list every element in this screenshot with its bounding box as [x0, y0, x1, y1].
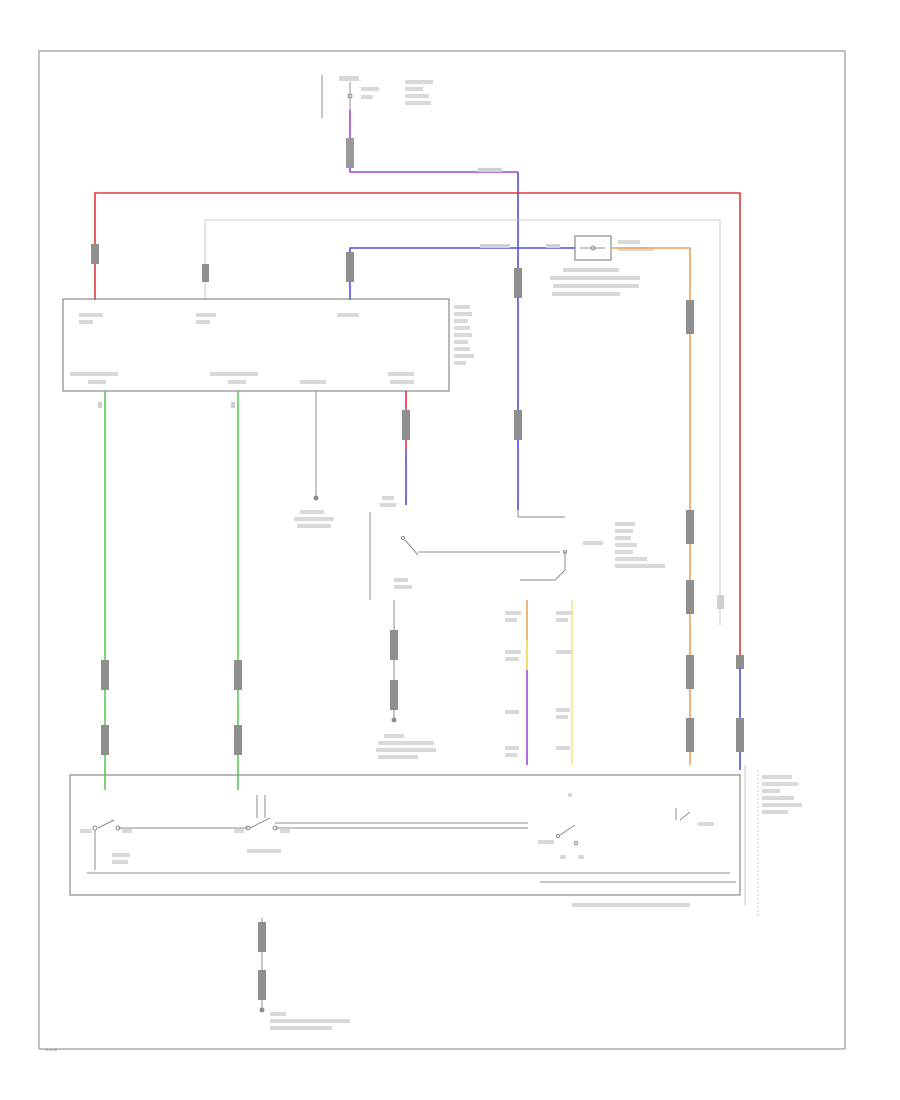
- wire-red-blue-switch: [380, 391, 410, 507]
- ground-wire-center: [294, 391, 334, 528]
- control-unit-box: [62, 298, 474, 392]
- page-frame: [38, 50, 846, 1050]
- wire-blue-long: [514, 172, 565, 518]
- wire-multicolor-bundle: [505, 600, 573, 765]
- wire-orange-right: [611, 247, 694, 765]
- wire-green-center: [231, 391, 242, 790]
- wire-blue-right: [736, 668, 744, 770]
- fuse-block-top: [321, 75, 433, 118]
- wire-violet-top: [346, 110, 518, 173]
- wire-green-left: [98, 391, 109, 790]
- relay-component: [550, 235, 654, 296]
- wire-blue-relay: [346, 244, 575, 300]
- wire-red-top: [91, 192, 744, 669]
- ground-wire-bottom: [258, 918, 350, 1030]
- switch-assembly-middle: [369, 512, 665, 600]
- ground-wire-lower: [376, 600, 436, 759]
- wire-gray-secondary: [202, 219, 724, 625]
- page-id: ~~~: [45, 1048, 58, 1054]
- bottom-switch-panel: [69, 765, 802, 918]
